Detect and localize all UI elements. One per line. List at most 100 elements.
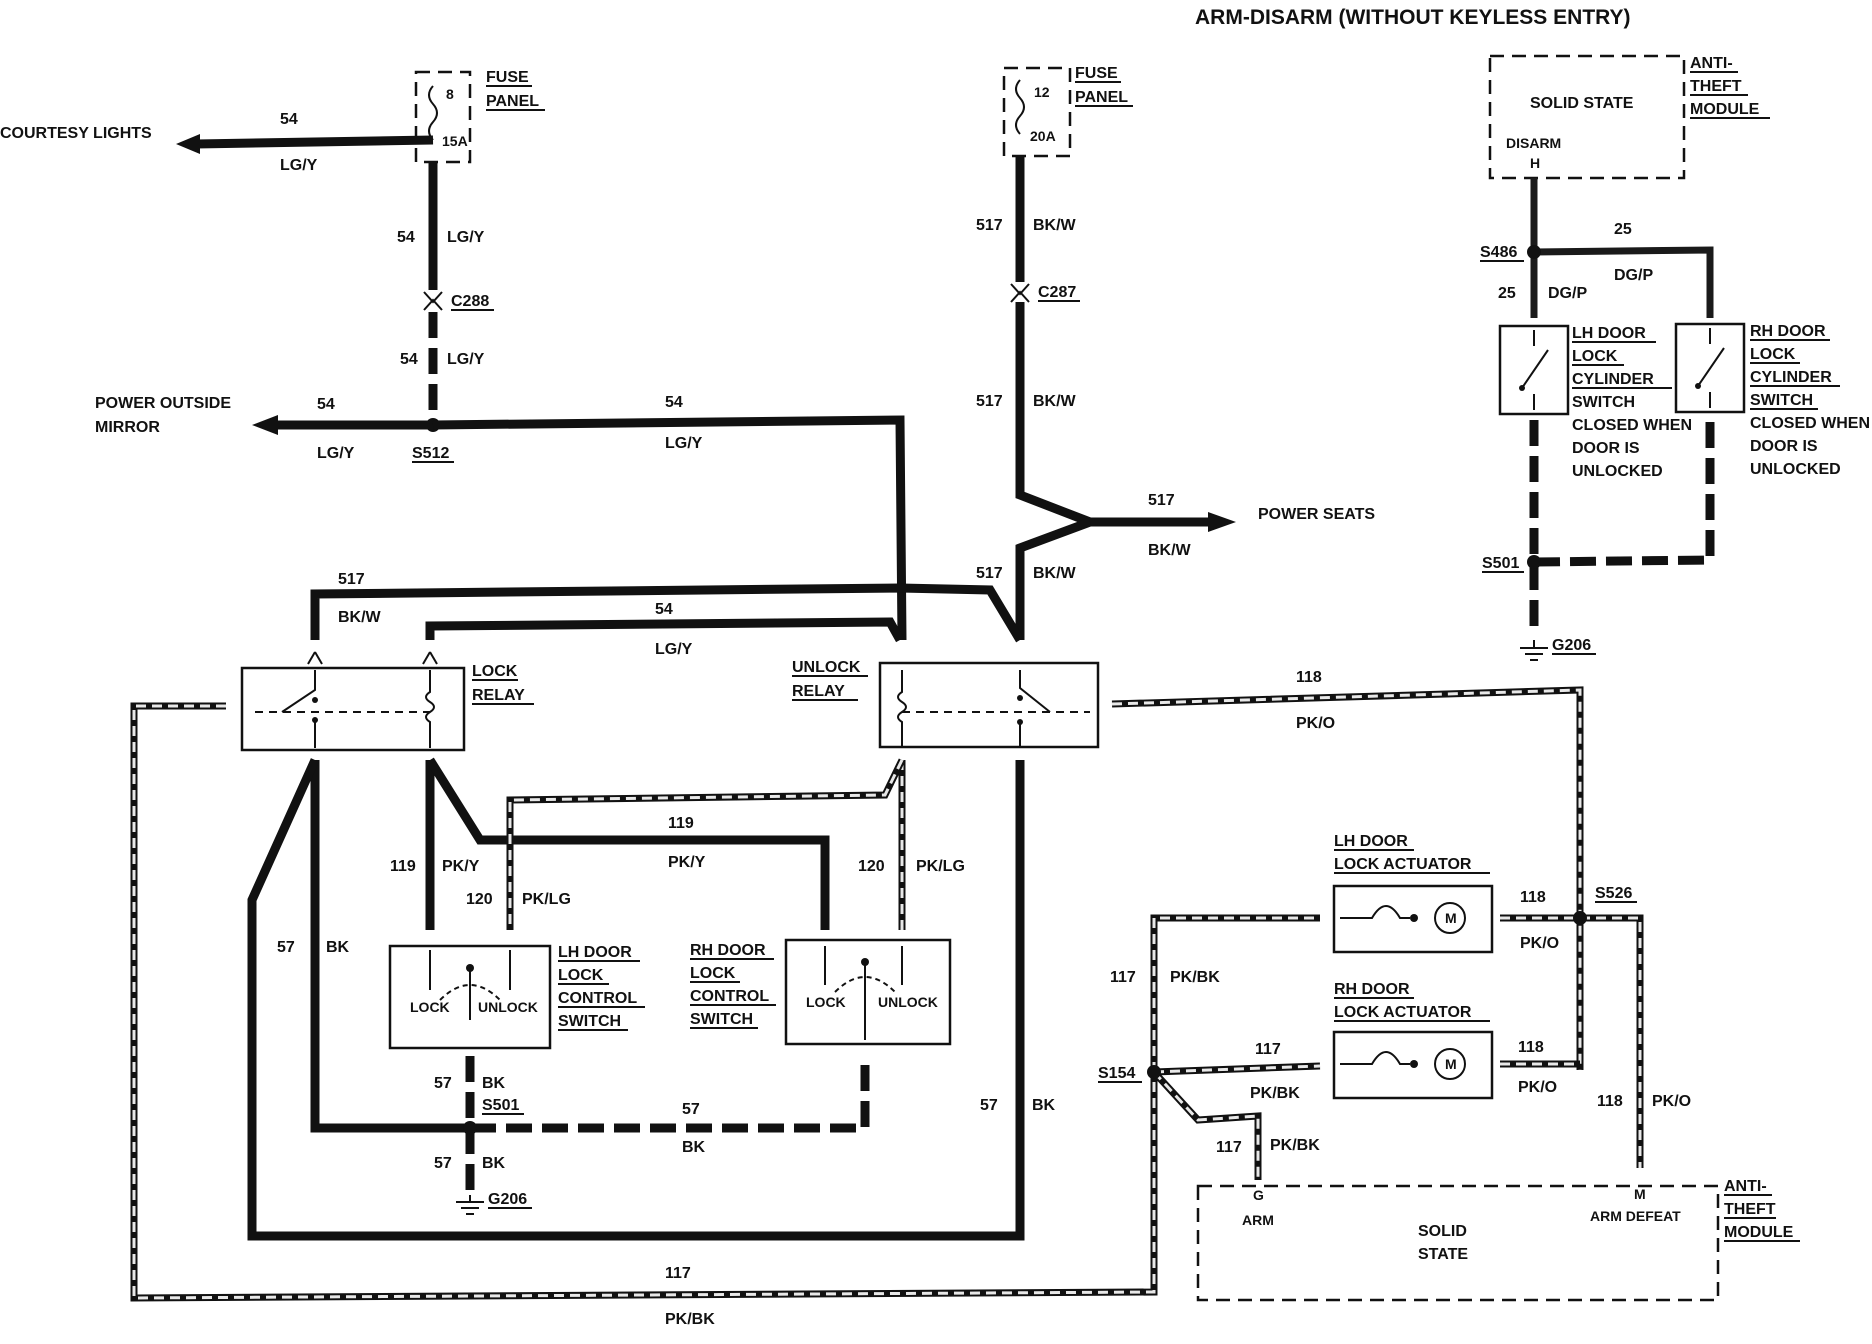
splice-s526	[1573, 911, 1587, 925]
svg-text:UNLOCKED: UNLOCKED	[1750, 461, 1841, 478]
svg-text:25: 25	[1498, 285, 1516, 302]
svg-text:118: 118	[1296, 669, 1322, 686]
svg-text:G206: G206	[1552, 637, 1591, 654]
svg-text:54: 54	[397, 229, 415, 246]
motor-icon	[1434, 902, 1466, 934]
svg-text:LOCK ACTUATOR: LOCK ACTUATOR	[1334, 1004, 1472, 1021]
svg-text:PK/BK: PK/BK	[1250, 1085, 1300, 1102]
svg-text:LOCK: LOCK	[806, 994, 846, 1010]
svg-text:UNLOCK: UNLOCK	[478, 999, 538, 1015]
splice-s501-bottom	[463, 1121, 477, 1135]
svg-text:117: 117	[665, 1265, 691, 1282]
svg-text:117: 117	[1216, 1139, 1242, 1156]
splice-s501-right	[1527, 555, 1541, 569]
fuse-symbol-center	[1015, 79, 1025, 135]
rh-lock-control-switch: LOCK UNLOCK RH DOOR LOCK CONTROL SWITCH	[690, 938, 952, 1046]
svg-text:CYLINDER: CYLINDER	[1572, 371, 1654, 388]
svg-text:CLOSED WHEN: CLOSED WHEN	[1750, 415, 1870, 432]
fuse-panel-center: 12 20A FUSE PANEL	[1002, 65, 1133, 158]
svg-text:PK/O: PK/O	[1518, 1079, 1557, 1096]
svg-text:PK/BK: PK/BK	[1170, 969, 1220, 986]
motor-icon	[1434, 1048, 1466, 1080]
svg-text:119: 119	[668, 815, 694, 832]
courtesy-lights-label: COURTESY LIGHTS	[0, 125, 152, 142]
svg-text:LOCK: LOCK	[1572, 348, 1618, 365]
svg-text:S154: S154	[1098, 1065, 1135, 1082]
svg-text:C288: C288	[451, 293, 489, 310]
svg-text:LOCK: LOCK	[1750, 346, 1796, 363]
svg-text:RELAY: RELAY	[792, 683, 845, 700]
svg-text:ANTI-: ANTI-	[1724, 1178, 1767, 1195]
svg-text:STATE: STATE	[1418, 1246, 1468, 1263]
fuse-panel-left: 8 15A FUSE PANEL	[414, 69, 545, 164]
anti-theft-module-top: SOLID STATE DISARM H ANTI- THEFT MODULE	[1488, 54, 1770, 180]
svg-text:CONTROL: CONTROL	[558, 990, 637, 1007]
ground-g206-bottom: G206	[456, 1191, 532, 1215]
svg-text:SWITCH: SWITCH	[1750, 392, 1813, 409]
svg-text:THEFT: THEFT	[1724, 1201, 1776, 1218]
svg-text:SOLID: SOLID	[1418, 1223, 1467, 1240]
connector-c287	[1010, 283, 1030, 303]
svg-text:57: 57	[277, 939, 295, 956]
svg-text:ARM DEFEAT: ARM DEFEAT	[1590, 1208, 1681, 1224]
svg-text:517: 517	[338, 571, 365, 588]
svg-text:MODULE: MODULE	[1690, 101, 1760, 118]
svg-text:57: 57	[980, 1097, 998, 1114]
svg-text:M: M	[1445, 1056, 1457, 1072]
svg-text:G206: G206	[488, 1191, 527, 1208]
svg-text:117: 117	[1255, 1041, 1281, 1058]
svg-text:57: 57	[434, 1075, 452, 1092]
svg-text:LG/Y: LG/Y	[447, 229, 485, 246]
svg-text:RH DOOR: RH DOOR	[1750, 323, 1826, 340]
svg-text:POWER OUTSIDE: POWER OUTSIDE	[95, 395, 231, 412]
svg-text:517: 517	[976, 217, 1003, 234]
svg-text:M: M	[1445, 910, 1457, 926]
arrow-power-seats	[1208, 512, 1236, 532]
svg-text:LG/Y: LG/Y	[665, 435, 703, 452]
svg-text:54: 54	[655, 601, 673, 618]
svg-text:BK/W: BK/W	[1033, 565, 1077, 582]
lh-door-lock-actuator: M LH DOOR LOCK ACTUATOR	[1332, 833, 1494, 954]
svg-text:12: 12	[1034, 84, 1050, 100]
svg-text:517: 517	[976, 393, 1003, 410]
svg-text:20A: 20A	[1030, 128, 1056, 144]
svg-text:DISARM: DISARM	[1506, 135, 1561, 151]
anti-theft-module-bottom: G ARM M ARM DEFEAT SOLID STATE ANTI- THE…	[1196, 1178, 1800, 1302]
svg-text:BK/W: BK/W	[1033, 393, 1077, 410]
svg-text:BK/W: BK/W	[1148, 542, 1192, 559]
svg-text:BK: BK	[482, 1155, 506, 1172]
svg-text:PK/LG: PK/LG	[522, 891, 571, 908]
arrow-power-outside-mirror	[252, 415, 278, 435]
svg-text:118: 118	[1597, 1093, 1623, 1110]
svg-text:LG/Y: LG/Y	[655, 641, 693, 658]
svg-text:119: 119	[390, 858, 416, 875]
diagram-title: ARM-DISARM (WITHOUT KEYLESS ENTRY)	[1195, 6, 1631, 29]
svg-text:CONTROL: CONTROL	[690, 988, 769, 1005]
svg-text:15A: 15A	[442, 133, 468, 149]
svg-text:PK/Y: PK/Y	[442, 858, 480, 875]
svg-text:SWITCH: SWITCH	[690, 1011, 753, 1028]
svg-text:PK/BK: PK/BK	[1270, 1137, 1320, 1154]
svg-text:LG/Y: LG/Y	[447, 351, 485, 368]
svg-text:LOCK: LOCK	[690, 965, 736, 982]
svg-text:LOCK ACTUATOR: LOCK ACTUATOR	[1334, 856, 1472, 873]
svg-text:RH DOOR: RH DOOR	[690, 942, 766, 959]
svg-text:S486: S486	[1480, 244, 1517, 261]
fuse-symbol-left	[428, 85, 438, 141]
svg-text:S526: S526	[1595, 885, 1632, 902]
svg-text:517: 517	[1148, 492, 1175, 509]
svg-text:G: G	[1253, 1187, 1264, 1203]
svg-text:BK: BK	[682, 1139, 706, 1156]
svg-text:MODULE: MODULE	[1724, 1224, 1794, 1241]
svg-text:FUSE: FUSE	[1075, 65, 1118, 82]
svg-text:8: 8	[446, 86, 454, 102]
svg-text:120: 120	[466, 891, 493, 908]
svg-text:LG/Y: LG/Y	[280, 157, 318, 174]
svg-text:LOCK: LOCK	[410, 999, 450, 1015]
svg-text:S501: S501	[482, 1097, 519, 1114]
svg-text:POWER SEATS: POWER SEATS	[1258, 506, 1375, 523]
svg-text:S512: S512	[412, 445, 449, 462]
lock-relay: LOCK RELAY	[240, 651, 534, 752]
svg-text:S501: S501	[1482, 555, 1519, 572]
